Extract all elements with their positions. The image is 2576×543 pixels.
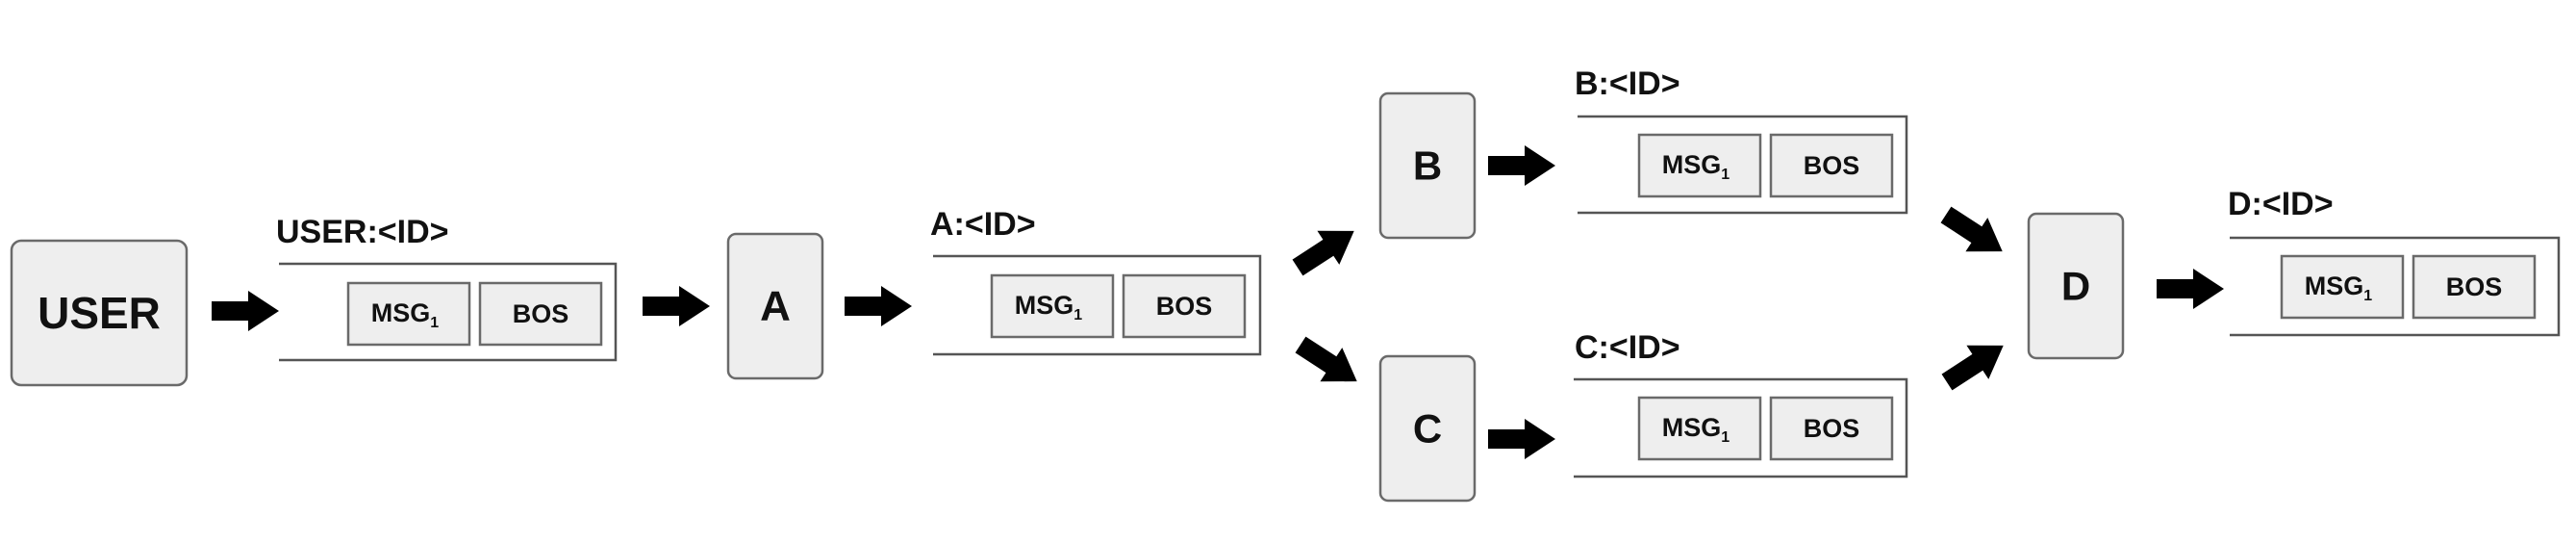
arrow-to-c bbox=[1289, 327, 1369, 399]
c-node-label: C bbox=[1413, 406, 1442, 452]
user-queue-title: USER:<ID> bbox=[276, 214, 449, 250]
b-queue-msg: MSG bbox=[1662, 150, 1722, 179]
arrow-d-to-queue bbox=[2157, 269, 2224, 309]
user-queue-msg: MSG bbox=[371, 298, 431, 327]
a-queue-msg-subscript: 1 bbox=[1073, 307, 1082, 323]
user-queue-bos: BOS bbox=[513, 299, 569, 328]
user-node: USER bbox=[10, 239, 189, 387]
c-node: C bbox=[1378, 354, 1477, 503]
c-queue-msg: MSG bbox=[1662, 413, 1722, 442]
svg-text:MSG1: MSG1 bbox=[2305, 272, 2373, 304]
d-queue-title: D:<ID> bbox=[2228, 186, 2334, 222]
svg-text:MSG1: MSG1 bbox=[371, 298, 440, 331]
c-queue-title: C:<ID> bbox=[1575, 329, 1680, 366]
arrow-to-b bbox=[1286, 214, 1366, 285]
arrow-queue-to-a bbox=[643, 286, 710, 326]
d-queue-msg-cell: MSG1 bbox=[2280, 254, 2405, 320]
svg-text:MSG1: MSG1 bbox=[1662, 413, 1730, 446]
arrow-c-queue-to-d bbox=[1935, 328, 2015, 400]
a-queue: A:<ID> MSG1 BOS bbox=[930, 206, 1262, 356]
b-queue: B:<ID> MSG1 BOS bbox=[1575, 65, 1908, 215]
arrow-user-to-queue bbox=[212, 291, 279, 331]
d-node: D bbox=[2027, 212, 2125, 360]
a-node: A bbox=[726, 232, 824, 380]
c-queue-bos: BOS bbox=[1804, 414, 1860, 443]
svg-text:MSG1: MSG1 bbox=[1662, 150, 1730, 183]
b-queue-bos: BOS bbox=[1804, 151, 1860, 180]
b-queue-msg-subscript: 1 bbox=[1721, 167, 1730, 183]
d-queue: D:<ID> MSG1 BOS bbox=[2228, 186, 2561, 337]
svg-text:MSG1: MSG1 bbox=[1015, 291, 1083, 323]
user-node-label: USER bbox=[38, 288, 161, 338]
user-queue: USER:<ID> MSG1 BOS bbox=[276, 214, 618, 362]
arrow-c-to-queue bbox=[1488, 419, 1555, 459]
user-queue-msg-cell: MSG1 bbox=[346, 281, 471, 347]
a-queue-msg: MSG bbox=[1015, 291, 1074, 320]
a-queue-msg-cell: MSG1 bbox=[990, 273, 1115, 339]
a-queue-title: A:<ID> bbox=[930, 206, 1036, 243]
a-queue-bos: BOS bbox=[1156, 292, 1213, 321]
b-queue-bos-cell: BOS bbox=[1769, 133, 1894, 198]
d-queue-msg-subscript: 1 bbox=[2363, 288, 2372, 304]
arrow-b-queue-to-d bbox=[1934, 197, 2014, 269]
b-queue-title: B:<ID> bbox=[1575, 65, 1680, 102]
c-queue: C:<ID> MSG1 BOS bbox=[1574, 329, 1908, 478]
arrow-a-to-queue bbox=[845, 286, 912, 326]
b-queue-msg-cell: MSG1 bbox=[1637, 133, 1762, 198]
c-queue-msg-cell: MSG1 bbox=[1637, 396, 1762, 461]
b-node: B bbox=[1378, 91, 1477, 240]
d-queue-bos-cell: BOS bbox=[2412, 254, 2537, 320]
arrow-b-to-queue bbox=[1488, 145, 1555, 186]
user-queue-msg-subscript: 1 bbox=[430, 315, 439, 331]
user-queue-bos-cell: BOS bbox=[478, 281, 603, 347]
b-node-label: B bbox=[1413, 143, 1442, 189]
d-queue-bos: BOS bbox=[2446, 272, 2503, 301]
d-queue-msg: MSG bbox=[2305, 272, 2364, 300]
d-node-label: D bbox=[2061, 264, 2090, 309]
c-queue-msg-subscript: 1 bbox=[1721, 429, 1730, 446]
a-queue-bos-cell: BOS bbox=[1122, 273, 1247, 339]
c-queue-bos-cell: BOS bbox=[1769, 396, 1894, 461]
a-node-label: A bbox=[760, 283, 791, 330]
